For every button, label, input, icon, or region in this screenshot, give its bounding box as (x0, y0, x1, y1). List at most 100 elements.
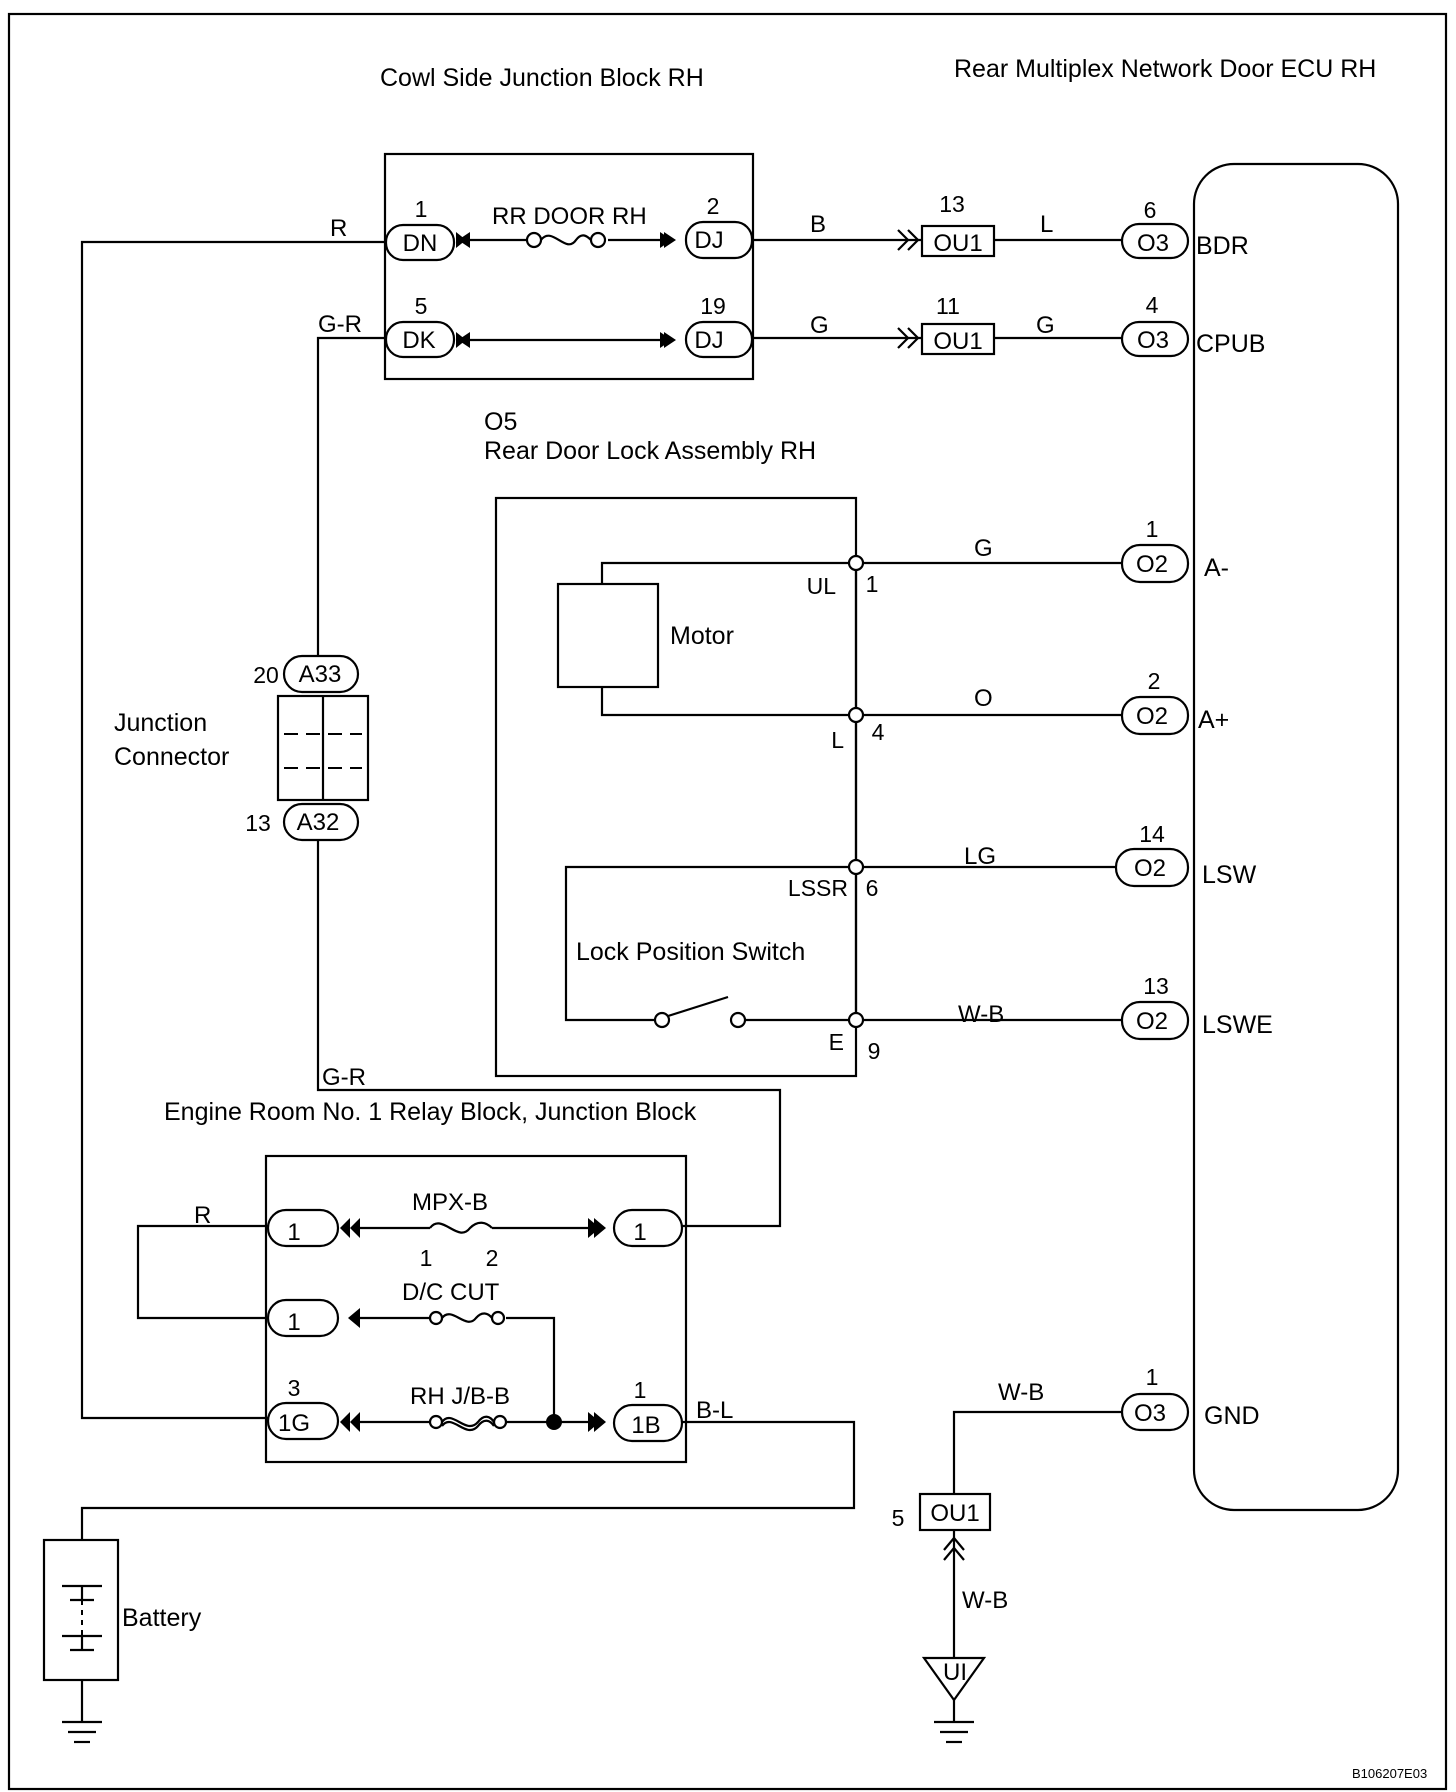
pin-number: 1 (1146, 516, 1159, 542)
wire-label: LG (964, 843, 996, 870)
connector-dc-cut-1 (266, 1298, 340, 1338)
lock-terminal-label: E (829, 1029, 844, 1055)
connector-mpx-1-left (266, 1208, 340, 1248)
pin-number: 2 (707, 193, 720, 219)
ecu-terminal-label: A- (1204, 554, 1229, 582)
pin-number: 5 (892, 1505, 905, 1531)
pin-number: 3 (288, 1375, 301, 1401)
connector-label: OU1 (933, 230, 982, 257)
lock-terminal-label: L (831, 727, 844, 753)
wire-label: G-R (318, 311, 362, 338)
pin-number: 9 (868, 1038, 881, 1064)
ou1-connectors-top (897, 224, 996, 356)
connector-mpx-1-right (612, 1208, 684, 1248)
motor (556, 582, 660, 689)
pin-number: 2 (486, 1245, 499, 1271)
pin-number: 11 (936, 293, 960, 319)
connector-label: A33 (299, 661, 342, 688)
lock-switch-label: Lock Position Switch (576, 938, 805, 966)
cowl-junction-block-title: Cowl Side Junction Block RH (380, 64, 704, 92)
pin-number: 5 (415, 293, 428, 319)
connector-o2-13 (1120, 1000, 1190, 1041)
diagram-frame (7, 12, 1448, 1791)
fuse-rh-jb-label: RH J/B-B (410, 1383, 510, 1410)
connector-label: O2 (1136, 703, 1168, 730)
pin-number: 1 (866, 571, 879, 597)
connector-label: 1B (631, 1412, 660, 1439)
connector-label: DN (403, 230, 438, 257)
pin-number: 14 (1139, 821, 1165, 847)
ecu-terminal-label: BDR (1196, 232, 1249, 260)
door-lock-assembly (494, 496, 865, 1078)
connector-o3-6 (1120, 222, 1190, 260)
wire-label: W-B (998, 1379, 1044, 1406)
figure-code: B106207E03 (1352, 1766, 1427, 1781)
junction-connector-title-1: Junction (114, 709, 207, 737)
pin-number: 1 (415, 196, 428, 222)
wire-label: R (330, 215, 347, 242)
connector-label: DJ (694, 227, 723, 254)
splice-dot (546, 1414, 562, 1430)
motor-label: Motor (670, 622, 734, 650)
connector-1g (266, 1401, 340, 1441)
pin-number: 1 (634, 1377, 647, 1403)
wires (80, 238, 1122, 1722)
wire-label: G (974, 535, 993, 562)
connector-dn (384, 223, 456, 262)
connector-ou1-11 (920, 322, 996, 356)
connector-o3-4 (1120, 320, 1190, 358)
ecu-terminal-label: LSWE (1202, 1011, 1273, 1039)
connector-o2-1 (1120, 543, 1190, 584)
connector-label: 1G (278, 1410, 310, 1437)
ground-connectors (918, 1492, 992, 1702)
connector-label: O3 (1137, 230, 1169, 257)
connector-1b (612, 1403, 684, 1443)
fuse-mpx-label: MPX-B (412, 1189, 488, 1216)
junction-connector (276, 654, 370, 842)
connector-label: OU1 (933, 328, 982, 355)
wire-label: R (194, 1202, 211, 1229)
pin-number: 20 (253, 662, 279, 688)
pin-number: 1 (420, 1245, 433, 1271)
lock-terminal-label: UL (807, 573, 837, 599)
engine-room-block-title: Engine Room No. 1 Relay Block, Junction … (164, 1098, 697, 1126)
cowl-junction-block (383, 152, 755, 381)
fuse-dc-cut-label: D/C CUT (402, 1279, 500, 1306)
door-lock-title: Rear Door Lock Assembly RH (484, 437, 816, 465)
connector-label: 1 (633, 1219, 646, 1246)
wire-label: O (974, 685, 993, 712)
connector-label: 1 (287, 1309, 300, 1336)
pin-number: 19 (700, 293, 726, 319)
pin-number: 4 (1146, 292, 1159, 318)
connector-o2-2 (1120, 695, 1190, 736)
wire-label: W-B (962, 1587, 1008, 1614)
pin-number: 6 (1144, 197, 1157, 223)
ecu-terminal-label: A+ (1198, 706, 1229, 734)
fuse-rr-door-label: RR DOOR RH (492, 203, 647, 230)
junction-connector-title-2: Connector (114, 743, 229, 771)
connector-label: O2 (1136, 551, 1168, 578)
pin-number: 2 (1148, 668, 1161, 694)
connector-ui (921, 1656, 987, 1702)
pin-number: 13 (939, 191, 965, 217)
connector-label: 1 (287, 1219, 300, 1246)
connector-dk (384, 320, 456, 359)
ecu-terminal-label: GND (1204, 1402, 1260, 1430)
pin-number: 13 (1143, 973, 1169, 999)
wire-label: G (1036, 312, 1055, 339)
connector-a32 (282, 802, 360, 842)
door-lock-code: O5 (484, 408, 517, 436)
connector-o3-1 (1120, 1392, 1190, 1432)
pin-number: 1 (1146, 1364, 1159, 1390)
lock-terminal-label: LSSR (788, 875, 848, 901)
ground-symbol (62, 1720, 974, 1744)
connector-label: UI (943, 1659, 967, 1686)
connector-a33 (282, 654, 360, 694)
battery (42, 1538, 120, 1682)
wire-label: G (810, 312, 829, 339)
battery-label: Battery (122, 1604, 202, 1632)
wire-label: B (810, 211, 826, 238)
pin-number: 4 (872, 719, 885, 745)
connector-o2-14 (1114, 847, 1190, 888)
